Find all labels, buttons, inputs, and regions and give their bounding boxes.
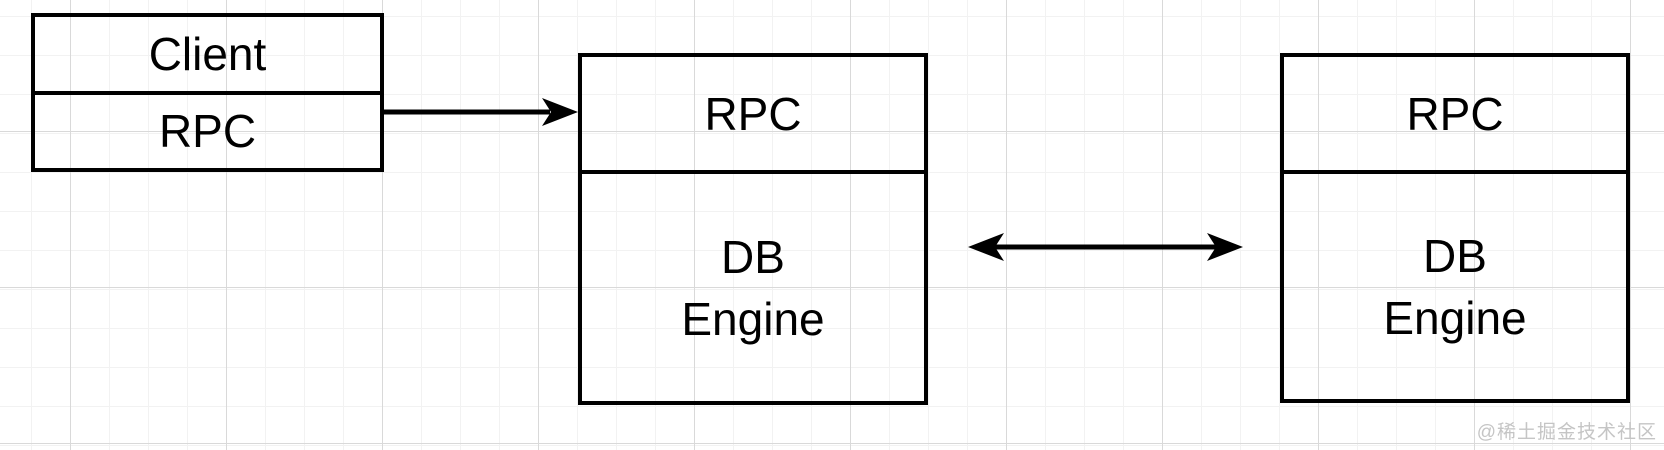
db1-rpc-cell: RPC: [582, 57, 924, 170]
client-label: Client: [148, 27, 267, 80]
arrow-client-to-db1-icon[interactable]: [384, 98, 578, 126]
node-client[interactable]: Client RPC: [31, 13, 384, 172]
db2-rpc-cell: RPC: [1284, 57, 1626, 170]
db1-rpc-label: RPC: [704, 87, 802, 140]
db1-engine-label: DB Engine: [681, 230, 825, 345]
db1-engine-cell: DB Engine: [582, 170, 924, 401]
double-arrow-db1-db2-icon[interactable]: [968, 233, 1243, 261]
node-db2[interactable]: RPC DB Engine: [1280, 53, 1630, 403]
db2-engine-cell: DB Engine: [1284, 170, 1626, 399]
client-title-cell: Client: [35, 17, 380, 91]
node-db1[interactable]: RPC DB Engine: [578, 53, 928, 405]
client-rpc-cell: RPC: [35, 90, 380, 169]
watermark-text: @稀土掘金技术社区: [1476, 422, 1657, 443]
db2-rpc-label: RPC: [1406, 87, 1504, 140]
client-rpc-label: RPC: [158, 105, 257, 158]
db2-engine-label: DB Engine: [1383, 229, 1527, 344]
